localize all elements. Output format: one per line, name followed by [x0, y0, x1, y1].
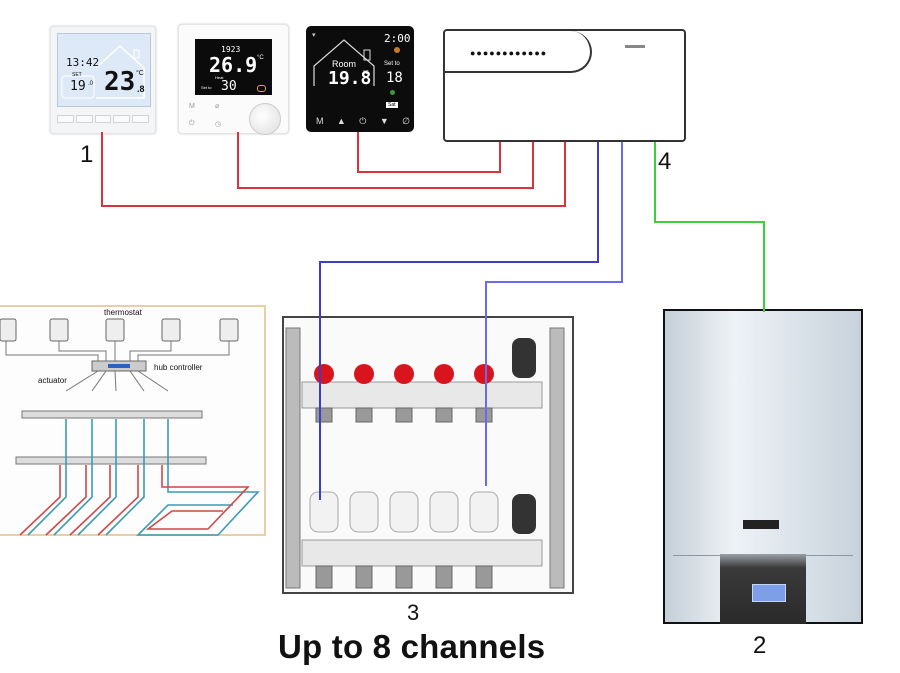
schematic-drawing: [0, 318, 260, 536]
flow-meters: [314, 364, 494, 384]
label-hub: 4: [658, 148, 672, 175]
power-button: ⏻: [359, 116, 367, 126]
thermostat-3-day-badge: Sat: [386, 102, 398, 108]
eco-leaf-icon: [390, 90, 395, 95]
flow-meter-red: [394, 364, 414, 384]
schematic-hub-label: hub controller: [154, 363, 203, 372]
bracket-left: [285, 327, 301, 589]
floor-heating-manifold: [282, 316, 574, 594]
label-thermostats: 1: [80, 141, 94, 168]
leaf-icon: ∅: [402, 116, 410, 126]
thermostat-2-heat-label: Heat: [215, 75, 224, 80]
flame-icon: [257, 85, 266, 92]
thermostat-3-buttons: M ▲ ⏻ ▼ ∅: [316, 116, 410, 127]
rotary-knob: [249, 103, 281, 135]
actuator-head: [429, 491, 459, 533]
schematic-thermostat-icon: [49, 318, 69, 342]
schematic-actuator-label: actuator: [38, 376, 67, 385]
house-outline-icon: [313, 39, 375, 86]
boiler-control-panel: [720, 554, 806, 624]
clock-icon: ◷: [215, 121, 222, 128]
menu-button: [94, 115, 112, 123]
label-boiler: 2: [753, 632, 767, 659]
mode-button: [75, 115, 93, 123]
down-button: [132, 115, 149, 123]
flow-meter-red: [434, 364, 454, 384]
up-button: ▲: [336, 116, 346, 126]
thermostat-2-set-temp: 30: [221, 79, 237, 94]
thermostat-3-unit: °C: [363, 70, 369, 76]
air-vent-top: [512, 338, 536, 378]
boiler-brand-logo: [743, 520, 779, 529]
thermostat-1-white-lcd: 13:42 SET 19 .0 23 °C .8: [50, 26, 156, 134]
gas-boiler: [663, 309, 863, 624]
thermostat-3-black: ▾ 2:00 Room 19.8 °C Set to 18 Sat M ▲ ⏻ …: [306, 26, 414, 132]
thermostat-2-unit: °C: [257, 55, 264, 61]
thermostat-1-room-temp: 23: [104, 67, 136, 97]
actuators: [309, 491, 499, 533]
flow-meter-red: [474, 364, 494, 384]
flow-meter-red: [354, 364, 374, 384]
house-outline-icon: [61, 44, 145, 99]
air-vent-bottom: [512, 494, 536, 534]
boiler-display: [752, 584, 786, 602]
schematic-thermostat-icon: [161, 318, 181, 342]
schematic-thermostat-label: thermostat: [104, 308, 142, 317]
manifold-drawing: [285, 327, 565, 589]
thermostat-3-set-label: Set to: [384, 61, 400, 67]
thermostat-1-buttons: [57, 115, 149, 123]
thermostat-2-white-knob: 1923 26.9 °C Heat Set to 30 M ⌀ ⏻ ◷: [178, 24, 289, 135]
hub-terminal-cover: [445, 31, 592, 73]
sun-icon: [394, 47, 400, 53]
thermostat-3-set-temp: 18: [386, 70, 403, 86]
thermostat-2-display: 1923 26.9 °C Heat Set to 30: [195, 39, 272, 95]
hub-terminals: ●●●●●●●●●●●●: [470, 48, 548, 58]
underfloor-heating-schematic: thermostat hub controller actuator: [0, 305, 266, 536]
wifi-icon: ▾: [312, 32, 316, 39]
thermostat-1-time: 13:42: [66, 56, 100, 69]
thermostat-1-unit: °C: [136, 70, 144, 77]
thermostat-2-room-temp: 26.9: [209, 53, 258, 77]
label-manifold: 3: [407, 600, 420, 625]
mode-button: M: [316, 116, 324, 126]
thermostat-2-time: 1923: [221, 45, 241, 54]
caption-channels: Up to 8 channels: [278, 628, 546, 665]
thermostat-1-room-decimal: .8: [137, 84, 145, 94]
schematic-thermostat-icon: [219, 318, 239, 342]
hub-logo: [625, 45, 645, 48]
schematic-thermostat-icon: [0, 318, 17, 342]
thermostat-1-set-temp: 19: [70, 79, 86, 94]
leaf-icon: ⌀: [215, 103, 220, 110]
thermostat-1-set-label: SET: [72, 72, 82, 78]
thermostat-2-mode-button: M: [189, 103, 195, 110]
wire-red-thermostat-1: [101, 132, 566, 207]
bracket-right: [549, 327, 565, 589]
thermostat-3-time: 2:00: [384, 32, 411, 45]
schematic-thermostat-icon: [105, 318, 125, 342]
actuator-head: [309, 491, 339, 533]
thermostat-2-set-label: Set to: [201, 85, 212, 90]
thermostat-3-room-temp: 19.8: [328, 68, 372, 89]
flow-meter-red: [314, 364, 334, 384]
actuator-head: [469, 491, 499, 533]
thermostat-1-set-decimal: .0: [88, 81, 94, 87]
hub-controller: ●●●●●●●●●●●●: [443, 29, 686, 142]
power-icon: ⏻: [189, 120, 195, 127]
thermostat-3-room-label: Room: [332, 59, 357, 69]
down-button: ▼: [379, 116, 389, 126]
actuator-head: [349, 491, 379, 533]
thermostat-1-display: 13:42 SET 19 .0 23 °C .8: [57, 33, 151, 107]
up-button: [113, 115, 131, 123]
return-bar: [301, 539, 543, 567]
supply-bar: [301, 381, 543, 409]
actuator-head: [389, 491, 419, 533]
power-button: [57, 115, 74, 123]
